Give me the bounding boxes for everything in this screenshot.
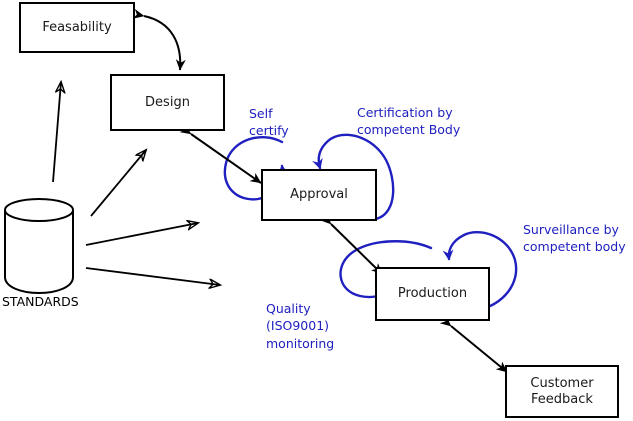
node-approval[interactable]: Approval bbox=[261, 169, 377, 221]
standards-label: STANDARDS bbox=[2, 294, 79, 309]
edge-standards-production bbox=[85, 267, 220, 285]
edge-production-customer-feedback bbox=[439, 315, 508, 373]
node-feasability[interactable]: Feasability bbox=[19, 2, 135, 53]
edge-standards-design bbox=[90, 150, 146, 217]
node-production-label: Production bbox=[397, 286, 468, 302]
loop-label-surveillance: Surveillance by competent body bbox=[523, 222, 626, 255]
loop-label-quality-monitoring: Quality (ISO9001) monitoring bbox=[266, 301, 335, 351]
node-customer-feedback-label: Customer Feedback bbox=[530, 375, 594, 407]
loop-arrow-surveillance bbox=[442, 230, 518, 312]
standards-cylinder-shape bbox=[4, 198, 74, 295]
edge-standards-approval bbox=[85, 223, 198, 246]
edge-approval-production bbox=[320, 213, 383, 275]
edge-design-feasability bbox=[132, 8, 186, 71]
node-approval-label: Approval bbox=[290, 187, 348, 203]
loop-label-certification: Certification by competent Body bbox=[357, 105, 461, 138]
node-customer-feedback[interactable]: Customer Feedback bbox=[505, 365, 619, 418]
node-design-label: Design bbox=[145, 94, 190, 110]
loop-label-self-certify: Self certify bbox=[249, 106, 289, 139]
edge-standards-feasability bbox=[52, 82, 61, 183]
node-design[interactable]: Design bbox=[110, 74, 225, 131]
node-feasability-label: Feasability bbox=[42, 19, 112, 35]
node-production[interactable]: Production bbox=[375, 267, 490, 321]
loop-arrow-certification bbox=[312, 133, 395, 221]
edge-design-approval bbox=[179, 123, 262, 184]
